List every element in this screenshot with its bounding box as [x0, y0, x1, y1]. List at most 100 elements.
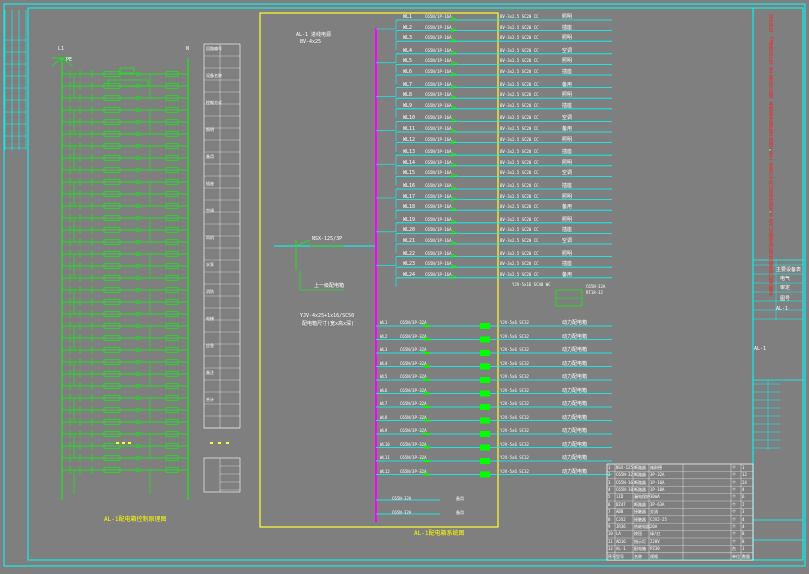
power-circuit-id: WL8: [380, 414, 388, 420]
power-circuit-id: WL9: [380, 428, 388, 433]
equipment-footer-cell: 规格: [650, 553, 658, 559]
circuit-id: WL10: [403, 115, 416, 122]
power-circuit-id: WL12: [380, 468, 390, 474]
power-node: [424, 460, 430, 462]
left-diagram-title: AL-1配电箱控制原理图: [104, 516, 167, 523]
circuit-load: 备用: [562, 126, 573, 132]
circuit-load: 插座: [562, 102, 573, 109]
coil-symbol: [103, 179, 121, 185]
lamp-symbol: [135, 191, 141, 197]
branch-breaker: [451, 27, 459, 31]
equipment-cell: 个: [732, 531, 736, 537]
circuit-breaker-rating: C65N/1P-16A: [425, 92, 452, 98]
coil-symbol: [103, 119, 121, 125]
branch-breaker-node: [450, 265, 454, 269]
equipment-cell: 9: [608, 524, 611, 529]
phase-label-l1: L1: [58, 46, 65, 52]
lamp-symbol: [135, 395, 141, 401]
branch-breaker: [451, 38, 459, 42]
circuit-breaker-rating: C65N/1P-16A: [425, 227, 452, 233]
equipment-cell: 1: [742, 464, 745, 470]
lamp-symbol: [135, 347, 141, 353]
equipment-cell: DZ47: [616, 501, 626, 507]
power-breaker-rating: C65N/3P-32A: [400, 320, 427, 325]
branch-breaker: [451, 61, 459, 65]
equipment-cell: 台: [732, 546, 736, 552]
branch-breaker-node: [450, 164, 454, 168]
lamp-symbol: [135, 131, 141, 137]
circuit-breaker-rating: C65N/1P-16A: [425, 126, 452, 131]
circuit-breaker-rating: C65N/1P-16A: [425, 47, 452, 53]
circuit-load: 照明: [562, 250, 573, 257]
equipment-cell: 20A: [650, 524, 658, 529]
lamp-symbol: [135, 323, 141, 329]
branch-breaker-node: [450, 208, 454, 212]
title-block-cell-4: 图号: [780, 296, 791, 302]
lamp-symbol: [135, 407, 141, 413]
lamp-symbol: [135, 251, 141, 257]
equipment-cell: 3: [608, 479, 611, 485]
coil-symbol: [165, 191, 179, 197]
circuit-cable: BV-3x2.5 SC20 CC: [500, 250, 539, 256]
power-load: 动力配电箱: [562, 428, 588, 434]
spare-label: C65N-32A: [392, 496, 412, 501]
spare-load: 备用: [456, 510, 464, 515]
equipment-cell: 6: [742, 494, 745, 500]
coil-symbol: [103, 407, 121, 413]
branch-breaker-node: [450, 107, 454, 111]
power-breaker-rating: C65N/3P-32A: [400, 401, 427, 406]
branch-breaker: [451, 152, 459, 156]
right-diagram-title: AL-1配电箱系统图: [414, 530, 465, 537]
power-node: [424, 406, 430, 408]
coil-symbol: [103, 287, 121, 293]
coil-symbol: [103, 419, 121, 425]
power-breaker-rating: C65N/3P-32A: [400, 387, 427, 393]
branch-breaker: [451, 50, 459, 55]
power-node: [424, 352, 430, 354]
equipment-cell: 热继电器: [634, 524, 650, 529]
circuit-load: 照明: [562, 92, 573, 99]
power-contactor: [480, 350, 490, 356]
circuit-cable: BV-3x2.5 SC20 CC: [500, 102, 539, 108]
legend-label: 合计: [206, 397, 214, 402]
spare-label: C65N-32A: [392, 510, 412, 515]
circuit-id: WL9: [403, 102, 413, 109]
coil-symbol: [165, 119, 179, 125]
circuit-cable: BV-3x2.5 SC20 CC: [500, 227, 539, 233]
power-contactor: [480, 377, 490, 383]
circuit-cable: BV-3x2.5 SC20 CC: [500, 183, 539, 188]
power-circuit-id: WL5: [380, 374, 388, 379]
power-cable: YJV-5x6 SC32: [500, 374, 529, 379]
equipment-cell: 220V: [650, 538, 660, 544]
branch-breaker: [451, 72, 459, 76]
branch-breaker: [451, 118, 459, 122]
coil-symbol: [103, 131, 121, 137]
phase-label-pe: PE: [66, 57, 73, 63]
circuit-cable: BV-3x2.5 SC20 CC: [500, 149, 539, 155]
outer-border: [3, 3, 806, 567]
coil-symbol: [165, 323, 179, 329]
coil-symbol: [165, 371, 179, 377]
circuit-id: WL20: [403, 227, 416, 234]
power-node: [424, 325, 430, 327]
equipment-cell: 施耐德: [650, 464, 662, 470]
branch-breaker-node: [450, 153, 454, 157]
power-load: 动力配电箱: [562, 333, 588, 340]
coil-symbol: [103, 167, 121, 173]
branch-breaker-node: [450, 130, 454, 134]
legend-label: 照明: [206, 127, 214, 132]
coil-symbol: [103, 467, 121, 473]
legend-label: 备注: [206, 370, 214, 375]
coil-symbol: [103, 95, 121, 101]
coil-symbol: [165, 419, 179, 425]
branch-breaker-node: [450, 198, 454, 201]
branch-breaker-node: [450, 29, 454, 32]
coil-symbol: [103, 191, 121, 197]
equipment-cell: 断路器: [634, 479, 646, 485]
lamp-symbol: [135, 107, 141, 113]
circuit-breaker-rating: C65N/1P-16A: [425, 159, 452, 165]
circuit-breaker-rating: C65N/1P-16A: [425, 216, 452, 222]
power-contactor: [480, 444, 490, 451]
power-contactor: [480, 363, 490, 370]
